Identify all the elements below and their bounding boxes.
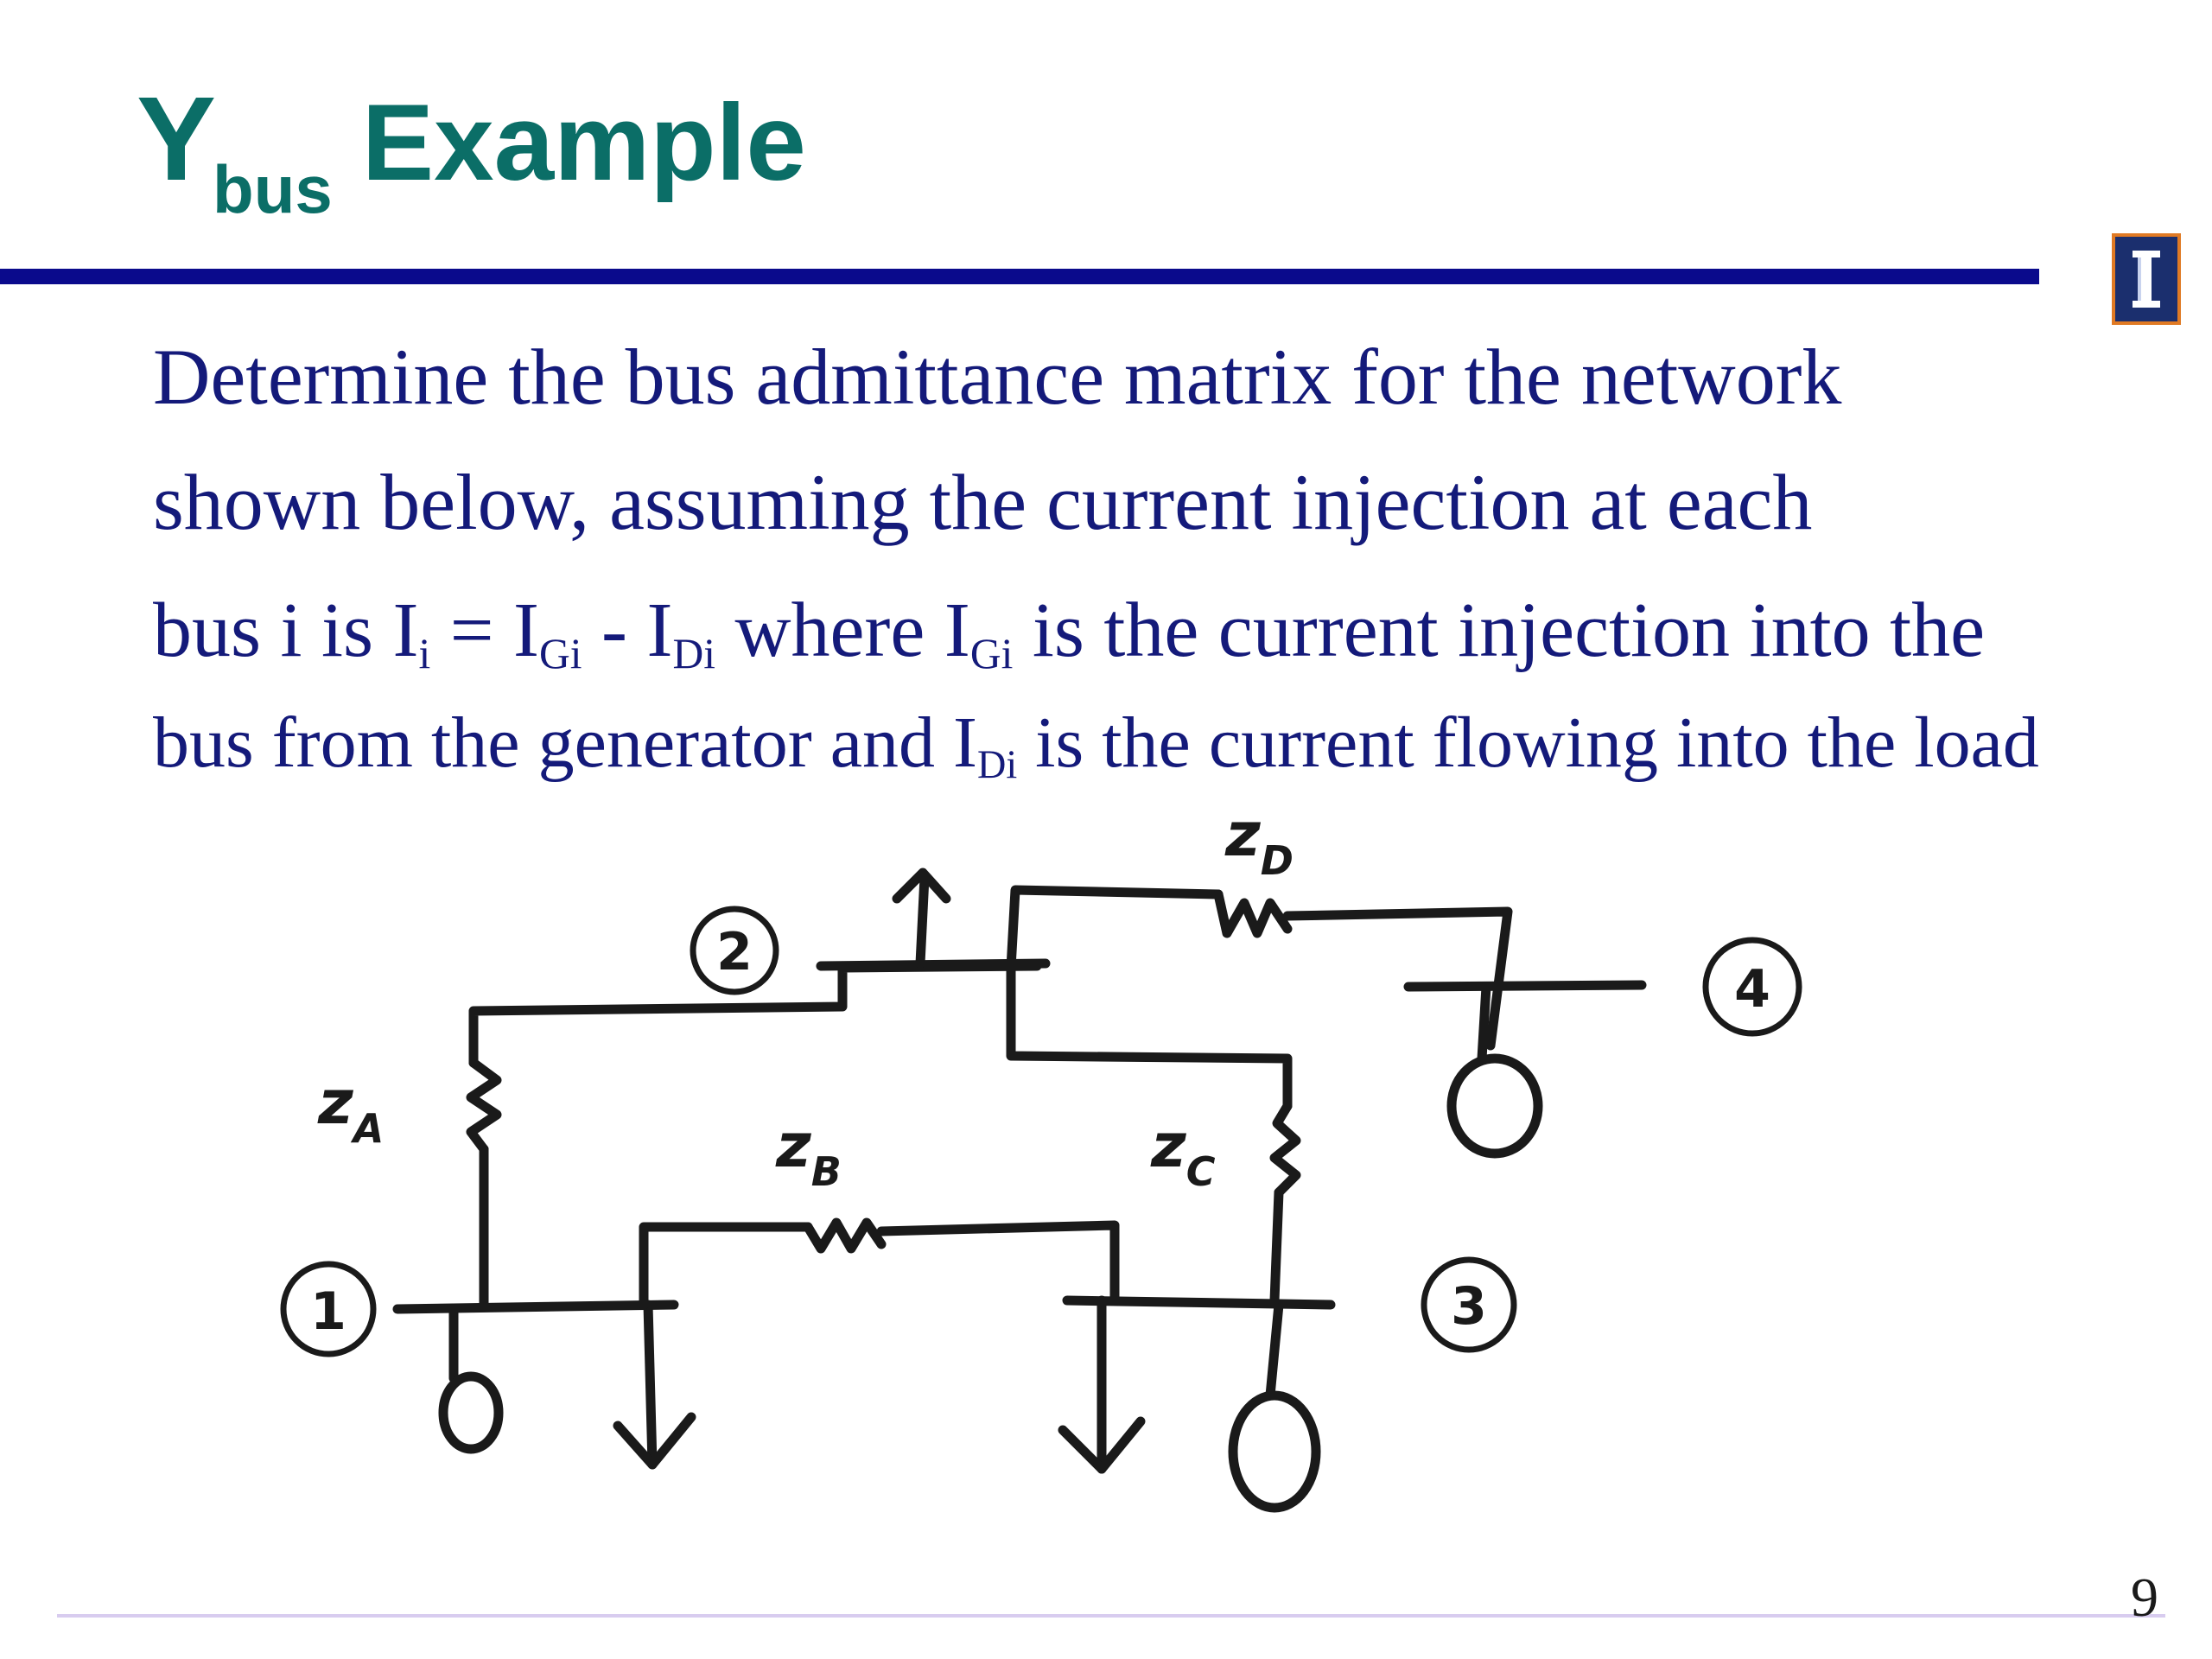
body-line-4: bus from the generator and IDi is the cu… [153, 707, 2039, 785]
bus-4-label: 4 [1734, 959, 1770, 1020]
title-subscript: bus [213, 151, 333, 227]
body-line-4-a: bus from the generator and I [153, 702, 977, 783]
impedance-d-label: zD [1224, 799, 1294, 884]
title-rule [0, 269, 2039, 284]
body-line-3-e: is the current injection into the [1013, 588, 1986, 673]
impedance-b-label: zB [775, 1110, 842, 1195]
title-main: Y [137, 73, 217, 206]
impedance-d-main: z [1224, 799, 1262, 870]
generator-3-icon [1228, 1390, 1321, 1513]
gen-3-stem [1265, 1300, 1284, 1401]
bus-2-label: 2 [716, 922, 753, 982]
bus-3-circle [1421, 1256, 1517, 1353]
line-c-lower [1269, 1187, 1284, 1306]
line-d-left [1006, 885, 1224, 973]
bus-4-circle [1702, 937, 1802, 1037]
impedance-c-sub: C [1186, 1148, 1216, 1195]
subscript-gi: Gi [539, 629, 582, 677]
bus-4-bar [1403, 980, 1647, 992]
generator-4-icon [1446, 1053, 1543, 1159]
impedance-c-main: z [1150, 1110, 1187, 1181]
bus-1-label: 1 [310, 1281, 346, 1342]
line-c-upper [1006, 963, 1293, 1111]
gen-4-stem [1477, 982, 1491, 1064]
impedance-b-main: z [775, 1110, 812, 1181]
load-1-arrow-icon [613, 1412, 696, 1470]
subscript-di: Di [672, 629, 715, 677]
line-d-right [1282, 906, 1513, 1051]
body-line-3-d: where I [715, 588, 970, 673]
footer-rule [57, 1614, 2165, 1618]
impedance-a-zigzag [466, 1058, 502, 1154]
impedance-c-label: zC [1150, 1110, 1216, 1195]
page-number: 9 [2131, 1567, 2158, 1628]
body-line-4-b: is the current flowing into the load [1017, 702, 2039, 783]
body-line-3-a: bus i is I [153, 588, 419, 673]
impedance-a-label: zA [317, 1067, 384, 1152]
bus-1-bar [392, 1300, 679, 1314]
impedance-b-sub: B [811, 1148, 842, 1195]
impedance-a-sub: A [351, 1105, 385, 1152]
body-line-3: bus i is Ii = IGi - IDi where IGi is the… [153, 592, 1985, 676]
impedance-c-zigzag [1269, 1101, 1301, 1198]
bus-3-bar [1062, 1295, 1336, 1310]
impedance-b-zigzag [803, 1217, 887, 1254]
body-line-3-b: = I [430, 588, 540, 673]
load-3-arrow-icon [1058, 1416, 1146, 1474]
body-line-1: Determine the bus admittance matrix for … [153, 333, 1842, 421]
impedance-d-sub: D [1261, 837, 1294, 884]
subscript-di-2: Di [976, 741, 1018, 786]
body-line-3-c: - I [582, 588, 673, 673]
bus-2-arrow-stem [915, 872, 930, 969]
subscript-i: i [418, 629, 431, 677]
body-line-2: shown below, assuming the current inject… [153, 458, 1813, 546]
bus-2-circle [690, 906, 779, 995]
load-1-stem [643, 1300, 658, 1470]
subscript-gi-2: Gi [969, 629, 1014, 677]
impedance-d-zigzag [1213, 889, 1293, 938]
line-a-upper [468, 961, 1042, 1068]
line-b-right [876, 1220, 1120, 1306]
title-rest: Example [361, 83, 806, 203]
bus-3-label: 3 [1451, 1276, 1487, 1337]
bus-1-circle [280, 1261, 377, 1357]
bus-2-up-arrow-icon [892, 868, 951, 904]
impedance-a-main: z [317, 1067, 354, 1138]
generator-1-icon [438, 1371, 504, 1454]
line-b-left [639, 1222, 813, 1310]
university-logo-icon [2112, 233, 2181, 325]
